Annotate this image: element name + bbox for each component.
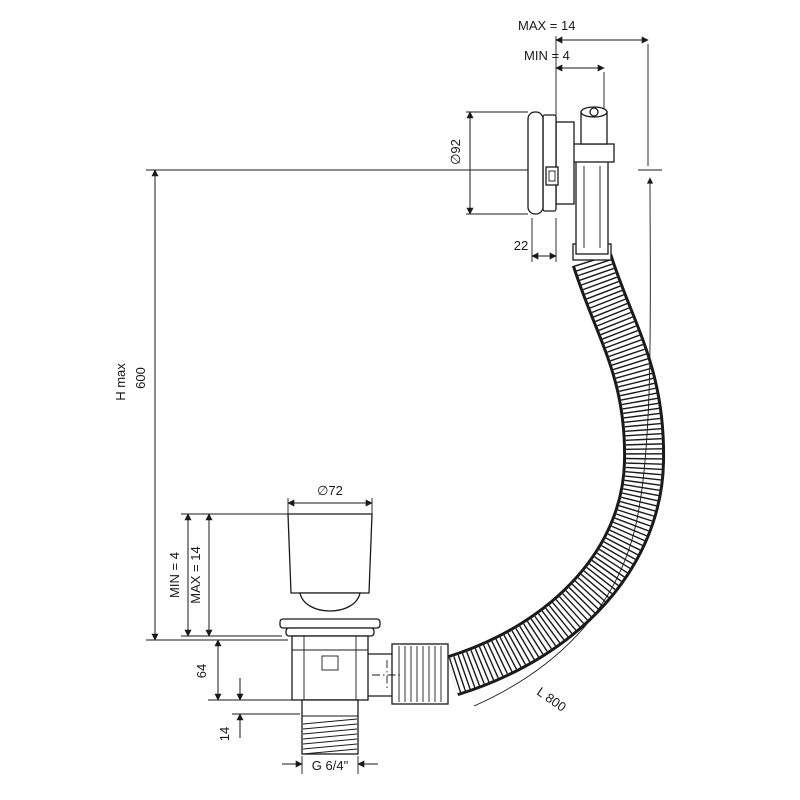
overflow-pipe <box>575 149 609 255</box>
thread-hatch-line <box>302 748 358 755</box>
dim-label-drain-diameter: ∅72 <box>317 483 343 498</box>
thread-hatch-line <box>302 728 358 735</box>
thread-hatch-line <box>302 743 358 750</box>
threaded-tail <box>301 699 359 755</box>
thread-hatch-line <box>302 718 358 725</box>
overflow-assembly <box>527 106 615 261</box>
dim-overflow-depth: 22 <box>514 218 557 262</box>
cable-anchor-detail <box>321 655 339 671</box>
dim-drain-diameter: ∅72 <box>287 483 373 516</box>
dim-overflow-diameter: ∅92 <box>448 111 528 215</box>
dim-top-offset: MAX = 14 MIN = 4 <box>518 18 649 166</box>
dim-label-top-max: MAX = 14 <box>518 18 575 33</box>
dim-label-body-height: 64 <box>194 664 209 678</box>
dim-label-overflow-diameter: ∅92 <box>448 139 463 165</box>
dim-label-overflow-depth: 22 <box>514 238 528 253</box>
drain-assembly <box>279 513 449 755</box>
dim-label-plug-max: MAX = 14 <box>188 546 203 603</box>
overflow-body <box>555 121 575 205</box>
overflow-knob <box>545 166 559 186</box>
flange-disc-lower <box>285 627 375 637</box>
dim-label-hose-length: L 800 <box>534 684 569 715</box>
hose-length-curve <box>473 177 654 707</box>
dim-thread: G 6/4" <box>282 756 378 774</box>
dim-label-top-min: MIN = 4 <box>524 48 570 63</box>
dim-height: H max 600 <box>113 169 662 641</box>
waste-body <box>291 635 369 701</box>
dim-label-plug-min: MIN = 4 <box>167 552 182 598</box>
overflow-faceplate <box>527 111 544 215</box>
dim-label-height-value: 600 <box>133 367 148 389</box>
dim-body-height: 64 <box>194 639 300 701</box>
flexible-hose <box>445 253 666 697</box>
cable-end <box>589 107 599 117</box>
overflow-top-nut <box>569 143 615 163</box>
flange-disc-upper <box>279 618 381 629</box>
thread-hatch-line <box>302 733 358 740</box>
dim-plug-travel: MIN = 4 MAX = 14 <box>167 513 290 637</box>
dim-label-thread: G 6/4" <box>312 758 349 773</box>
overflow-knob-detail <box>548 170 556 182</box>
hose-union-nut <box>391 643 449 705</box>
dim-label-height-name: H max <box>113 363 128 401</box>
dim-tail-offset: 14 <box>217 678 300 741</box>
thread-hatch-line <box>302 738 358 745</box>
hose-body <box>446 254 663 694</box>
overflow-faceplate-inner <box>542 114 557 212</box>
plug-dome <box>299 592 361 612</box>
dim-label-tail-offset: 14 <box>217 727 232 741</box>
thread-hatch-line <box>302 723 358 730</box>
hose-corrugation <box>446 254 663 694</box>
plug-cap <box>287 513 373 594</box>
